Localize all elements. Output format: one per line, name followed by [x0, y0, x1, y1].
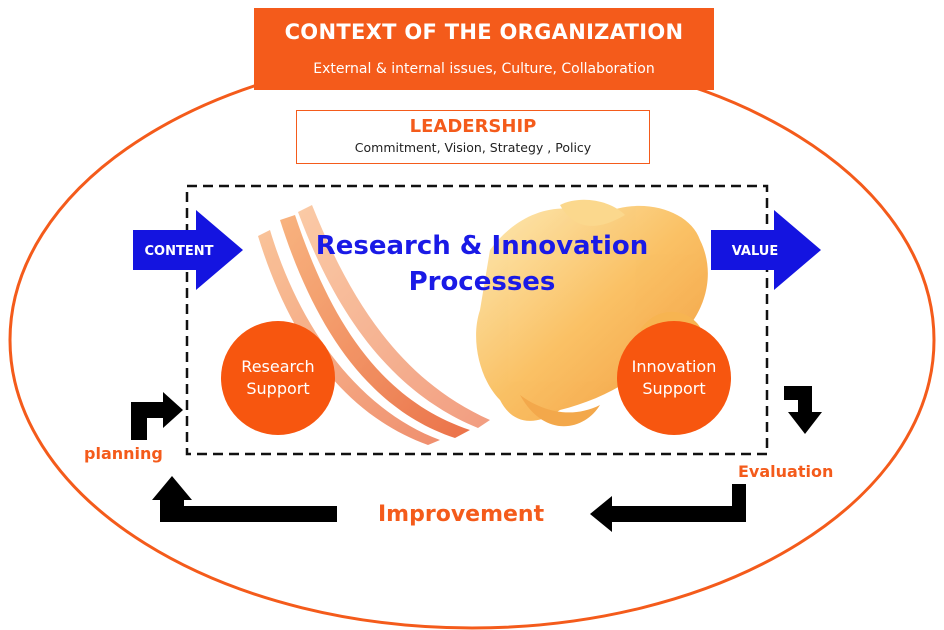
improvement-left-arrow-icon [152, 476, 337, 522]
improvement-right-arrow-icon [590, 484, 746, 532]
value-label: VALUE [731, 244, 779, 259]
evaluation-label: Evaluation [738, 462, 834, 481]
leadership-title: LEADERSHIP [409, 116, 537, 137]
content-arrow-icon [133, 210, 243, 290]
planning-arrow-icon [131, 392, 183, 440]
process-title-line1: Research & Innovation [315, 231, 649, 261]
context-title: CONTEXT OF THE ORGANIZATION [284, 20, 684, 44]
process-boundary [185, 184, 769, 456]
leadership-subtitle: Commitment, Vision, Strategy , Policy [354, 140, 592, 155]
value-arrow-icon [711, 210, 821, 290]
research-support-circle: Research Support [221, 321, 335, 435]
innovation-support-line2: Support [642, 379, 706, 398]
context-box [254, 8, 714, 90]
research-support-line2: Support [246, 379, 310, 398]
innovation-support-line1: Innovation [631, 357, 717, 376]
innovation-support-circle: Innovation Support [617, 321, 731, 435]
leadership-box [296, 110, 650, 164]
planning-label: planning [84, 444, 163, 463]
process-title: Research & Innovation Processes [262, 228, 702, 300]
content-label: CONTENT [144, 244, 214, 259]
evaluation-arrow-icon [784, 386, 822, 434]
context-subtitle: External & internal issues, Culture, Col… [313, 61, 655, 77]
research-support-line1: Research [241, 357, 315, 376]
process-title-line2: Processes [408, 267, 556, 297]
improvement-label: Improvement [378, 502, 545, 527]
